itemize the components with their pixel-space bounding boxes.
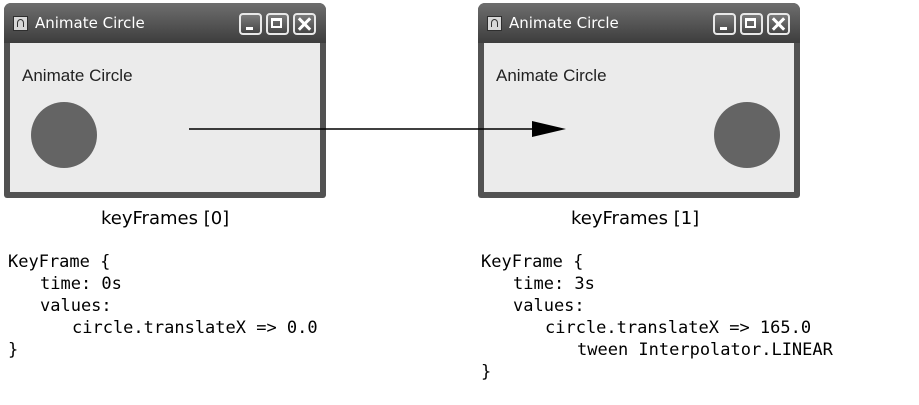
right-content-label: Animate Circle xyxy=(496,66,607,85)
code-value: circle.translateX => 0.0 xyxy=(72,318,318,338)
right-caption: keyFrames [1] xyxy=(571,208,700,229)
left-content-label: Animate Circle xyxy=(22,66,133,85)
maximize-icon[interactable] xyxy=(266,13,289,35)
right-window-titlebar[interactable]: Animate Circle xyxy=(478,3,800,43)
code-close: } xyxy=(8,340,19,360)
code-time: time: 0s xyxy=(40,274,122,294)
left-circle xyxy=(31,102,97,168)
left-window: Animate Circle Animate Circle xyxy=(4,3,326,198)
right-window: Animate Circle Animate Circle xyxy=(478,3,800,198)
left-window-content: Animate Circle xyxy=(10,43,320,192)
maximize-icon[interactable] xyxy=(740,13,763,35)
code-time: time: 3s xyxy=(513,274,595,294)
code-open: KeyFrame { xyxy=(481,252,584,272)
code-tween: tween Interpolator.LINEAR xyxy=(577,340,833,360)
code-value: circle.translateX => 165.0 xyxy=(545,318,812,338)
close-icon[interactable] xyxy=(767,13,790,35)
left-window-title: Animate Circle xyxy=(35,14,145,32)
right-circle xyxy=(714,102,780,168)
code-open: KeyFrame { xyxy=(8,252,111,272)
java-cup-icon xyxy=(487,16,502,31)
close-icon[interactable] xyxy=(293,13,316,35)
right-window-content: Animate Circle xyxy=(484,43,794,192)
left-window-titlebar[interactable]: Animate Circle xyxy=(4,3,326,43)
arrow-head-icon xyxy=(532,121,566,137)
code-values-label: values: xyxy=(513,296,585,316)
code-values-label: values: xyxy=(40,296,112,316)
left-caption: keyFrames [0] xyxy=(101,208,230,229)
code-close: } xyxy=(481,362,492,382)
right-window-title: Animate Circle xyxy=(509,14,619,32)
minimize-icon[interactable] xyxy=(239,13,262,35)
minimize-icon[interactable] xyxy=(713,13,736,35)
java-cup-icon xyxy=(13,16,28,31)
